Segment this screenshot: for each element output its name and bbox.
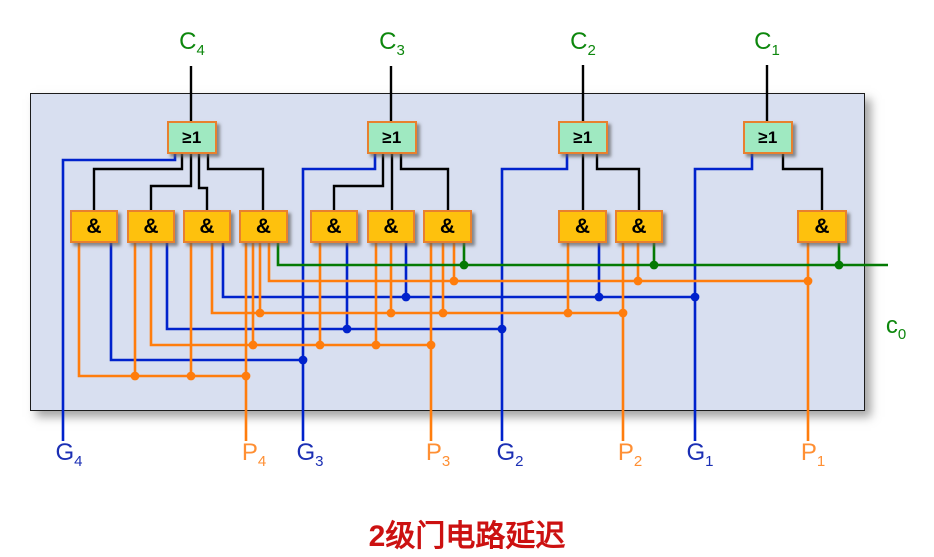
wire-p3-rail	[149, 242, 431, 347]
label-p1: P1	[800, 439, 826, 470]
junction-dot	[834, 260, 844, 270]
junction-dot	[438, 308, 448, 318]
diagram-title: 2级门电路延迟	[368, 520, 566, 553]
green-wires-group	[276, 242, 888, 270]
wire-p4-rail	[77, 242, 246, 378]
and-gate-3: &	[183, 210, 231, 243]
junction-dot	[618, 308, 628, 318]
and-gate-7: &	[423, 210, 472, 243]
label-p3: P3	[425, 439, 451, 470]
junction-dot	[371, 340, 381, 350]
wire-or1-and2	[149, 153, 193, 211]
junction-dot	[426, 340, 436, 350]
label-g3: G3	[296, 439, 324, 470]
label-p2: P2	[617, 439, 643, 470]
wire-or2-and7	[399, 153, 450, 211]
and-gate-1: &	[70, 210, 118, 243]
wire-g2-riser	[500, 153, 569, 441]
wire-p1-rail	[267, 242, 808, 283]
label-g2: G2	[496, 439, 524, 470]
wire-g3-rail	[109, 242, 303, 362]
junction-dot	[298, 355, 308, 365]
wire-g2-rail	[165, 242, 502, 331]
junction-dot	[186, 371, 196, 381]
junction-dot	[459, 260, 469, 270]
and-gate-10: &	[797, 210, 847, 243]
and-gate-8: &	[558, 210, 607, 243]
junction-dot	[130, 371, 140, 381]
or-gate-c4: ≥1	[167, 121, 217, 154]
junction-dot	[386, 308, 396, 318]
label-c3: C3	[379, 28, 405, 59]
wire-or4-and10	[781, 153, 824, 211]
wire-g3-riser	[301, 153, 377, 441]
or-gate-c2: ≥1	[558, 121, 608, 154]
wire-p2-rail	[210, 242, 623, 315]
junction-dot	[633, 276, 643, 286]
junction-dot	[248, 340, 258, 350]
junction-dot	[315, 340, 325, 350]
wire-or1-and1	[92, 153, 184, 211]
wire-g1-riser	[693, 153, 754, 441]
wire-g4	[61, 153, 177, 441]
and-gate-4: &	[239, 210, 288, 243]
label-c1: C1	[754, 28, 780, 59]
label-c4: C4	[179, 28, 205, 59]
wire-or2-and5	[332, 153, 385, 211]
or-gate-c3: ≥1	[367, 121, 417, 154]
black-wires-group	[92, 65, 824, 211]
label-c0: c0	[885, 312, 907, 343]
label-p4: P4	[241, 439, 267, 470]
junction-dot	[594, 292, 604, 302]
junction-dot	[649, 260, 659, 270]
wire-or1-and3	[197, 153, 209, 211]
orange-wires-group	[77, 242, 813, 441]
label-g1: G1	[686, 439, 714, 470]
junction-dot	[803, 276, 813, 286]
wire-or1-and4	[206, 153, 265, 211]
label-c2: C2	[570, 28, 596, 59]
junction-dot	[255, 308, 265, 318]
and-gate-2: &	[127, 210, 175, 243]
junction-dot	[401, 292, 411, 302]
wire-c0-main	[276, 242, 888, 267]
junction-dot	[342, 324, 352, 334]
junction-dot	[690, 292, 700, 302]
junction-dot	[563, 308, 573, 318]
blue-wires-group	[61, 153, 754, 441]
junction-dot	[497, 324, 507, 334]
and-gate-6: &	[367, 210, 415, 243]
and-gate-5: &	[310, 210, 358, 243]
junction-dot	[241, 371, 251, 381]
junction-dot	[449, 276, 459, 286]
and-gate-9: &	[615, 210, 663, 243]
label-g4: G4	[55, 439, 83, 470]
wire-or3-and9	[595, 153, 641, 211]
wire-g1-rail	[221, 242, 695, 299]
or-gate-c1: ≥1	[743, 121, 793, 154]
